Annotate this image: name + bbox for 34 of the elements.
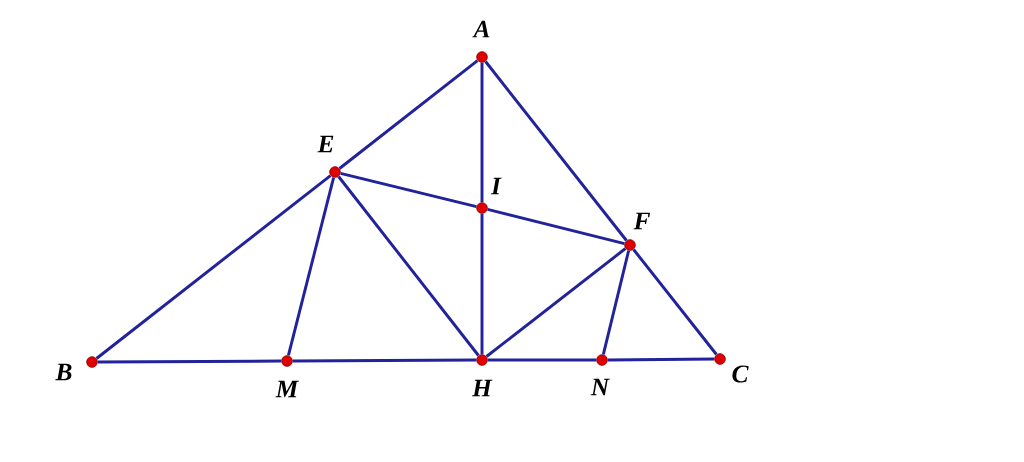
labelled-point: N — [590, 354, 610, 396]
node-label: I — [490, 177, 502, 195]
line-segment — [292, 358, 477, 363]
line-segment — [632, 248, 718, 356]
labelled-point: E — [317, 135, 341, 178]
labelled-point: F — [624, 212, 651, 251]
line-segment — [97, 359, 282, 364]
line-segment — [485, 247, 627, 358]
line-segment — [340, 171, 477, 209]
node-label: B — [55, 363, 72, 381]
line-segment — [487, 358, 597, 362]
line-segment — [287, 177, 335, 356]
line-segment — [607, 357, 715, 362]
labelled-point: B — [55, 356, 98, 381]
node-label: E — [317, 135, 334, 153]
labelled-point: A — [472, 20, 490, 63]
node-label: H — [471, 379, 493, 397]
labelled-point: C — [714, 353, 749, 383]
labelled-point: I — [476, 177, 502, 214]
line-segment — [480, 62, 484, 203]
line-segment — [487, 207, 625, 246]
line-segment — [484, 60, 628, 242]
line-segment — [337, 175, 480, 357]
node-label: N — [590, 378, 610, 396]
line-segment — [338, 59, 479, 170]
node-label: F — [633, 212, 651, 230]
labelled-point: H — [471, 354, 493, 397]
line-segment — [601, 250, 631, 355]
line-segment — [95, 174, 332, 360]
line-segment — [480, 213, 484, 355]
node-label: M — [275, 380, 299, 398]
labelled-point: M — [275, 355, 299, 398]
node-label: A — [472, 20, 490, 38]
node-label: C — [732, 365, 749, 383]
